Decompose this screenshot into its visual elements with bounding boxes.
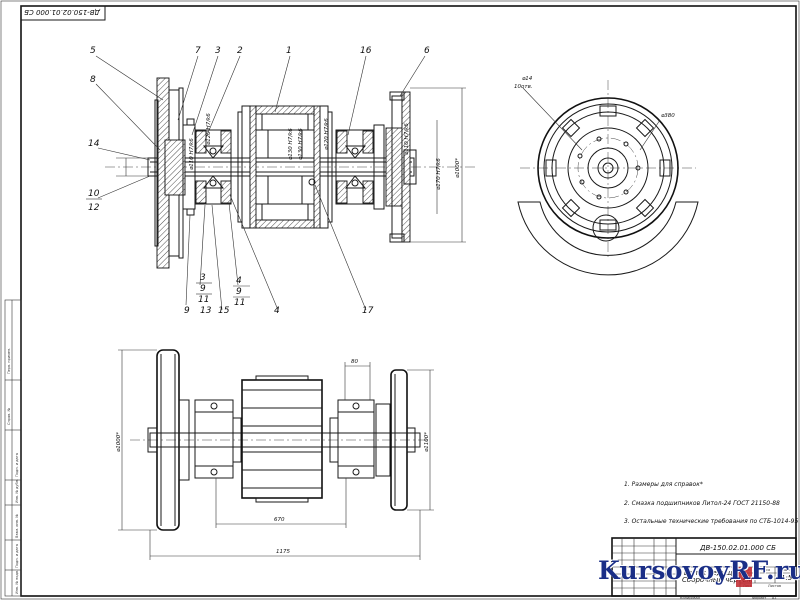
dim-d-shaft-left: ⌀110 Н7/k6 bbox=[189, 138, 195, 170]
note-1: 1. Размеры для справок* bbox=[624, 481, 703, 488]
dim-d-flange-right: ⌀170 Н7/k6 bbox=[436, 158, 442, 190]
callout-leaders bbox=[95, 55, 426, 311]
callout-b-15: 15 bbox=[218, 306, 230, 316]
watermark-text: KursovoyRF.ru bbox=[598, 556, 800, 585]
strip-label-6: Подп. и дата bbox=[15, 544, 19, 568]
strip-label-7: Инв. № подл. bbox=[15, 570, 19, 594]
callout-c-11: 11 bbox=[234, 298, 245, 308]
dim-drum-length: 670 bbox=[274, 517, 285, 523]
tb-name-line1: Валок ведущий bbox=[684, 569, 742, 577]
callout-1: 1 bbox=[286, 46, 292, 56]
strip-label-3: Подп. и дата bbox=[15, 453, 19, 477]
callout-10: 10 bbox=[88, 189, 100, 199]
dim-d-overall-top: ⌀1000* bbox=[455, 158, 461, 178]
dim-d-bearing-right: ⌀120 Н7/k6 bbox=[324, 118, 330, 150]
tb-col-scale: Масштаб bbox=[777, 568, 794, 572]
plan-view bbox=[118, 349, 434, 560]
tb-format-value: А1 bbox=[772, 596, 777, 600]
tb-col-mass: Масса bbox=[759, 568, 770, 572]
dim-bearing-width: 80 bbox=[351, 359, 358, 365]
side-view: ⌀14 10отв. ⌀380 bbox=[514, 76, 699, 276]
callout-3: 3 bbox=[215, 46, 221, 56]
support-cradle bbox=[517, 201, 699, 276]
note-3: 3. Остальные технические требования по С… bbox=[624, 518, 798, 525]
strip-label-4: Инв. № дубл. bbox=[15, 479, 19, 503]
callout-17: 17 bbox=[362, 306, 374, 316]
left-wheel-section bbox=[154, 77, 186, 269]
strip-label-5: Взам. инв. № bbox=[15, 514, 19, 538]
left-bearing-housing bbox=[182, 118, 232, 216]
dim-d-hub-2: ⌀130 Н7/k6 bbox=[298, 128, 304, 160]
callout-b-9: 9 bbox=[200, 284, 206, 294]
note-2: 2. Смазка подшипников Литол-24 ГОСТ 2115… bbox=[624, 500, 780, 507]
plan-drum bbox=[241, 379, 323, 499]
tb-sheets: Листов bbox=[768, 584, 781, 588]
dim-wheel-plan-left: ⌀1000* bbox=[116, 432, 122, 452]
support-roller bbox=[592, 214, 620, 242]
tb-scale: 1:5 bbox=[781, 574, 793, 582]
callout-b-3: 3 bbox=[200, 273, 206, 283]
right-wheel-section bbox=[385, 91, 417, 243]
drum-section bbox=[237, 105, 333, 229]
left-strip: Перв. примен. Справ. № Подп. и дата Инв.… bbox=[4, 299, 22, 597]
callout-b-9b: 9 bbox=[184, 306, 190, 316]
side-bolt-holes bbox=[577, 136, 641, 200]
dim-total-length: 1175 bbox=[276, 549, 290, 555]
side-lugs bbox=[545, 105, 671, 231]
right-bearing-housing bbox=[308, 124, 385, 210]
dim-d-shaft-right: ⌀110 Н7/k6 bbox=[404, 123, 410, 155]
plan-right-bearing bbox=[337, 399, 375, 479]
title-block bbox=[611, 537, 797, 597]
callout-c-9: 9 bbox=[236, 287, 242, 297]
callout-14: 14 bbox=[88, 139, 100, 149]
callout-b-11: 11 bbox=[198, 295, 209, 305]
dim-d-hub: ⌀130 Н7/k6 bbox=[288, 128, 294, 160]
tb-format: Формат bbox=[752, 596, 766, 600]
rotated-stamp-code: ДВ-150.02.01.000 СБ bbox=[24, 8, 101, 16]
callout-16: 16 bbox=[360, 46, 372, 56]
tb-name-line2: Сборочный чертеж bbox=[682, 576, 753, 584]
callout-7: 7 bbox=[195, 46, 201, 56]
rotated-stamp: ДВ-150.02.01.000 СБ bbox=[20, 5, 106, 21]
watermark-accent bbox=[736, 567, 752, 587]
strip-label-2: Справ. № bbox=[7, 408, 11, 425]
side-holes-b: 10отв. bbox=[514, 84, 533, 90]
side-pcd: ⌀380 bbox=[661, 113, 675, 119]
callout-c-4b: 4 bbox=[274, 306, 280, 316]
side-holes-a: ⌀14 bbox=[522, 76, 533, 82]
callout-12: 12 bbox=[88, 203, 100, 213]
section-view: ⌀110 Н7/k6 ⌀120 Н7/k6 ⌀130 Н7/k6 ⌀130 Н7… bbox=[86, 46, 475, 316]
strip-label-1: Перв. примен. bbox=[7, 348, 11, 374]
dim-wheel-plan-right: ⌀1100* bbox=[424, 432, 430, 452]
callout-8: 8 bbox=[90, 75, 96, 85]
callout-6: 6 bbox=[424, 46, 430, 56]
callout-c-4: 4 bbox=[236, 276, 242, 286]
tb-designation: ДВ-150.02.01.000 СБ bbox=[699, 544, 776, 552]
callout-2: 2 bbox=[237, 46, 243, 56]
dim-d-bearing-left: ⌀120 Н7/k6 bbox=[206, 113, 212, 145]
tb-copied: Копировал bbox=[680, 596, 700, 600]
callout-5: 5 bbox=[90, 46, 96, 56]
section-dimensions bbox=[116, 87, 466, 243]
callout-b-13: 13 bbox=[200, 306, 212, 316]
